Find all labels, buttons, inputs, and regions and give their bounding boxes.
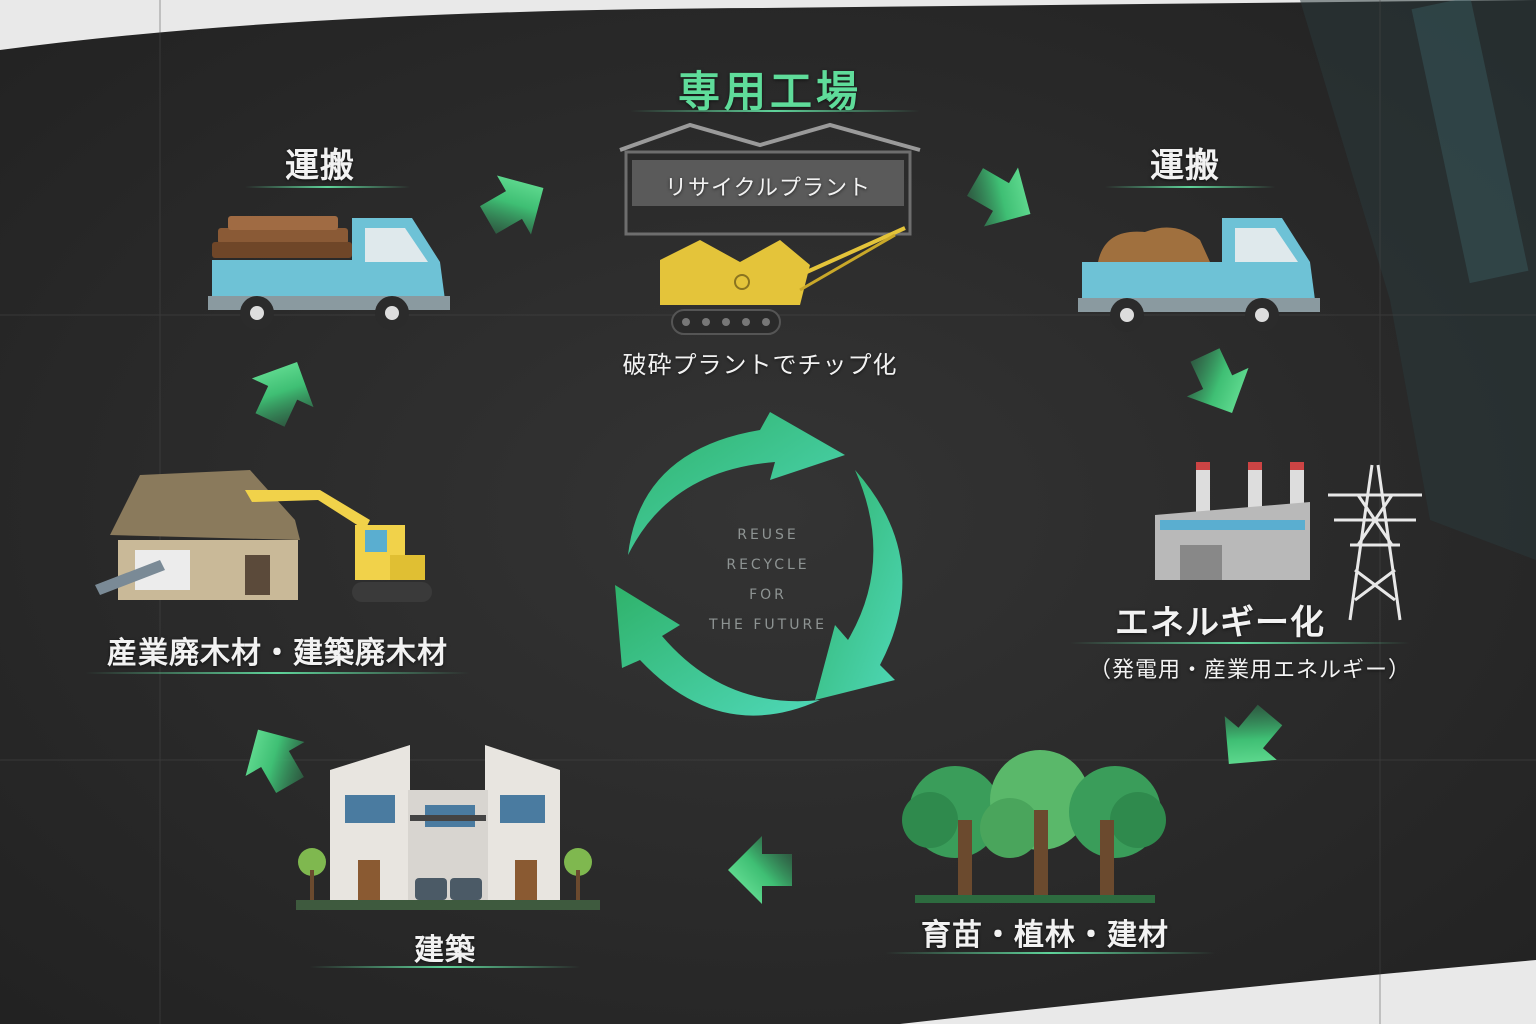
arrow-to-house-icon	[728, 836, 792, 904]
demolished-house-icon	[95, 470, 300, 600]
energy-sub-label: （発電用・産業用エネルギー）	[1088, 658, 1411, 683]
crusher-plant-icon	[660, 226, 906, 335]
factory-title-underline	[630, 110, 920, 112]
transport-left-underline	[245, 186, 410, 188]
cycle-line-1: REUSE	[737, 527, 799, 543]
truck-with-wood-icon	[208, 216, 450, 330]
factory-building-icon	[619, 122, 921, 236]
factory-title: 専用工場	[677, 67, 862, 116]
arrow-to-waste-icon	[245, 729, 305, 793]
energy-underline	[1070, 642, 1410, 644]
building-underline	[310, 966, 580, 968]
transport-left-label: 運搬	[285, 146, 355, 186]
arrow-to-energy-icon	[1186, 348, 1249, 414]
arrow-to-right-truck-icon	[967, 167, 1031, 227]
truck-with-chips-icon	[1078, 218, 1320, 332]
cycle-line-4: THE FUTURE	[708, 617, 828, 633]
flow-arrows	[245, 167, 1283, 904]
waste-label: 産業廃木材・建築廃木材	[107, 636, 448, 671]
building-label: 建築	[414, 933, 476, 968]
house-icon	[296, 745, 600, 910]
excavator-icon	[245, 490, 432, 602]
trees-icon	[902, 750, 1166, 903]
arrow-to-left-truck-icon	[251, 361, 314, 427]
recycle-arrows-icon	[615, 412, 903, 716]
energy-factory-icon	[1155, 462, 1310, 580]
cycle-line-3: FOR	[749, 587, 787, 603]
waste-underline	[85, 672, 470, 674]
forest-label: 育苗・植林・建材	[921, 918, 1169, 953]
crushing-label: 破砕プラントでチップ化	[622, 351, 898, 379]
arrow-to-forest-icon	[1224, 704, 1283, 765]
cycle-line-2: RECYCLE	[726, 557, 810, 573]
excavator-arm-background	[1300, 0, 1536, 560]
plant-sign: リサイクルプラント	[665, 176, 871, 201]
energy-label: エネルギー化	[1115, 603, 1325, 643]
transport-right-underline	[1105, 186, 1275, 188]
power-tower-icon	[1328, 464, 1422, 621]
transport-right-label: 運搬	[1150, 146, 1220, 186]
forest-underline	[885, 952, 1215, 954]
arrow-to-factory-icon	[480, 175, 544, 235]
excavator-boom-icon	[1411, 0, 1529, 284]
